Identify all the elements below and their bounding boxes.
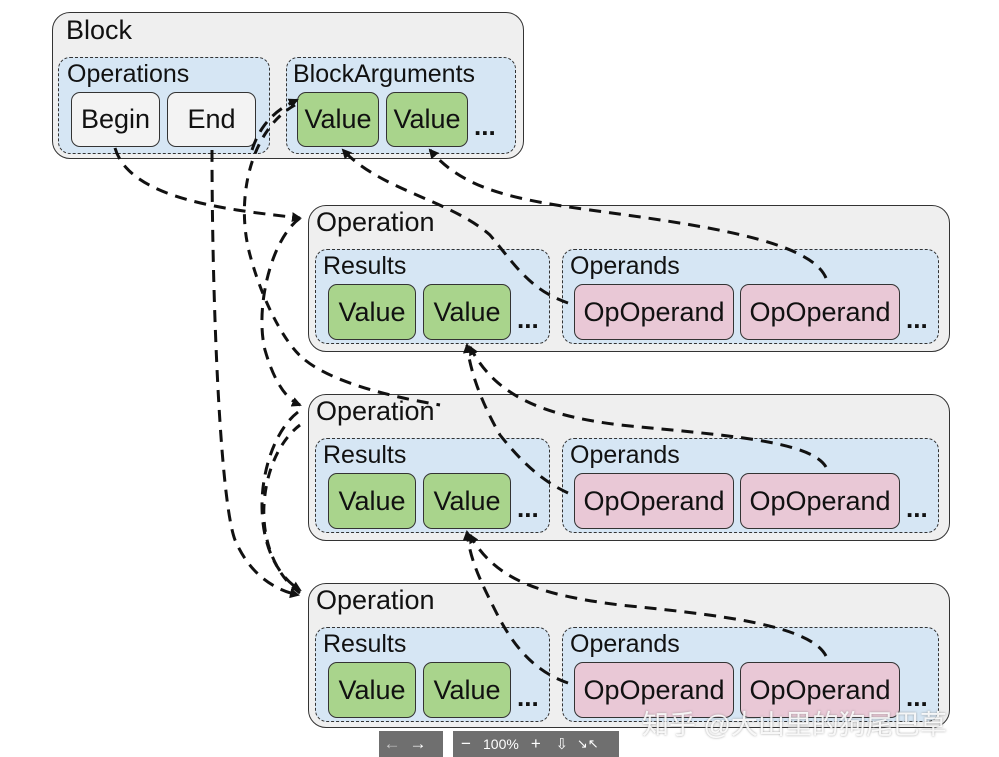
results-ellipsis: ... [517,682,539,712]
result-value: Value [328,473,416,529]
block-arguments-ellipsis: ... [474,111,496,141]
op-operand: OpOperand [740,473,900,529]
zoom-toolbar: − 100% + ⇩ ↘↖ [453,731,619,757]
op-operand: OpOperand [574,284,734,340]
op-operand: OpOperand [574,473,734,529]
op-operand: OpOperand [740,284,900,340]
operation-next-arrow [260,216,302,407]
end-to-last-operation-arrow [210,149,300,599]
download-icon[interactable]: ⇩ [555,736,569,753]
begin-item: Begin [71,92,160,147]
watermark-text: 知乎 @大山里的狗尾巴草 [642,710,947,740]
zoom-level: 100% [483,736,519,752]
operands-group-title: Operands [570,630,680,658]
result-value: Value [328,284,416,340]
operation-title: Operation [316,396,435,426]
results-group-title: Results [323,630,407,658]
results-ellipsis: ... [517,304,539,334]
operation-back-arrow [262,423,301,595]
operands-ellipsis: ... [906,682,928,712]
operations-group-title: Operations [67,60,190,88]
result-value: Value [423,473,511,529]
history-toolbar: ← → [379,731,443,757]
operation-next-arrow [260,410,302,592]
operands-group-title: Operands [570,441,680,469]
operands-ellipsis: ... [906,493,928,523]
operation-title: Operation [316,585,435,615]
block-title: Block [66,15,133,45]
results-ellipsis: ... [517,493,539,523]
plus-icon[interactable]: + [530,734,541,753]
end-item: End [167,92,256,147]
arrow-left-icon[interactable]: ← [383,734,401,753]
minus-icon[interactable]: − [461,734,471,753]
block-argument-value: Value [297,92,379,147]
result-value: Value [328,662,416,718]
block-argument-value: Value [386,92,468,147]
results-group-title: Results [323,252,407,280]
result-value: Value [423,662,511,718]
operands-ellipsis: ... [906,304,928,334]
results-group-title: Results [323,441,407,469]
arrow-right-icon[interactable]: → [409,734,427,753]
result-value: Value [423,284,511,340]
operands-group-title: Operands [570,252,680,280]
op-operand: OpOperand [574,662,734,718]
collapse-icon[interactable]: ↘↖ [576,736,599,751]
op-operand: OpOperand [740,662,900,718]
block-arguments-group-title: BlockArguments [293,60,476,88]
operation-title: Operation [316,207,435,237]
